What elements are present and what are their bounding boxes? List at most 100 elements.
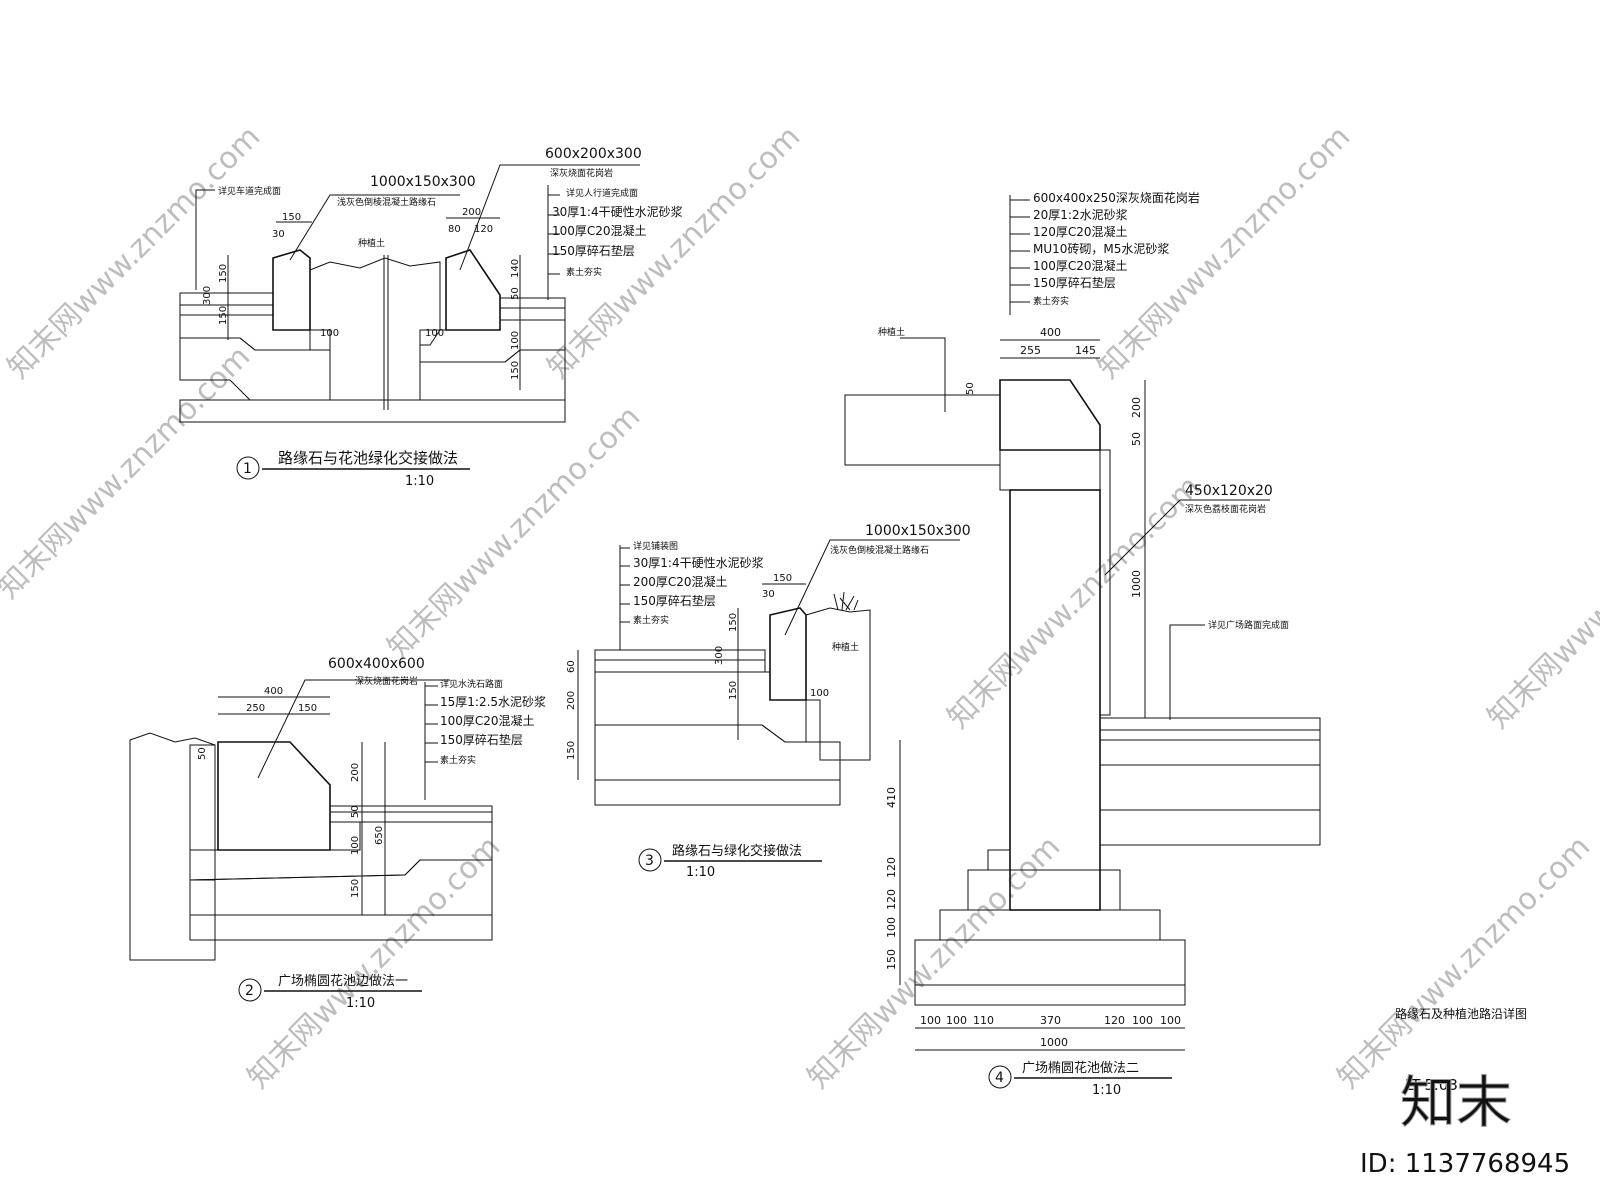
dim-text: 200 [1130,397,1143,418]
d2-scale: 1:10 [346,996,375,1011]
watermark-text: 知末网www.znzmo.com [0,339,257,605]
d2-number: 2 [245,983,254,999]
dim-text: 145 [1075,344,1096,357]
dim-text: 100 [1132,1014,1153,1027]
d3-layer: 200厚C20混凝土 [633,574,728,589]
dim-text: 150 [566,741,577,760]
d4-title: 广场椭圆花池做法二 [1022,1060,1139,1076]
detail-4: 600x400x250深灰烧面花岗岩 20厚1:2水泥砂浆 120厚C20混凝土… [844,190,1321,1098]
d1-left-note: 详见车道完成面 [218,185,281,197]
dim-text: 120 [885,857,898,878]
dim-text: 150 [218,264,229,283]
d3-number: 3 [645,853,654,869]
d4-soil-label: 种植土 [878,326,905,338]
dim-text: 370 [1040,1014,1061,1027]
d3-scale: 1:10 [686,865,715,880]
d1-stone-b-size: 600x200x300 [545,146,642,162]
image-id-label: ID: 1137768945 [1360,1149,1570,1179]
d2-layer: 150厚碎石垫层 [440,732,523,747]
d1-title: 路缘石与花池绿化交接做法 [278,449,458,467]
dim-text: 250 [246,703,265,714]
d2-stone-size: 600x400x600 [328,656,425,672]
dim-text: 50 [197,747,208,760]
d3-layer: 详见铺装图 [633,540,678,552]
dim-text: 1000 [1130,570,1143,598]
dim-text: 100 [1160,1014,1181,1027]
d1-stone-a-size: 1000x150x300 [370,174,476,190]
detail-2: 600x400x600 深灰烧面花岗岩 详见水洗石路面 15厚1:2.5水泥砂浆… [129,656,546,1011]
dim-text: 50 [350,805,361,818]
d1-layer: 150厚碎石垫层 [552,243,635,258]
dim-text: 650 [374,826,385,845]
detail-1: 详见车道完成面 1000x150x300 浅灰色倒棱混凝土路缘石 600x200… [179,146,683,489]
d4-number: 4 [995,1070,1004,1086]
dim-text: 120 [1104,1014,1125,1027]
watermark-text: 知末网www.znzmo.com [801,829,1067,1095]
d1-soil-label: 种植土 [358,237,385,249]
d4-layer: 150厚碎石垫层 [1033,275,1116,290]
dim-text: 150 [218,306,229,325]
dim-text: 50 [1130,432,1143,446]
watermark-text: 知末网www.znzmo.com [1481,469,1600,735]
d3-soil-label: 种植土 [832,641,859,653]
brand-logo: 知末 [1400,1071,1512,1136]
dim-text: 150 [298,703,317,714]
dim-text: 100 [320,328,339,339]
dim-text: 1000 [1040,1036,1068,1049]
d4-layer: 素土夯实 [1033,295,1069,307]
d3-layer: 素土夯实 [633,614,669,626]
dim-text: 100 [885,917,898,938]
d4-layer: 600x400x250深灰烧面花岗岩 [1033,190,1200,205]
d1-layer: 素土夯实 [566,266,602,278]
dim-text: 110 [973,1014,994,1027]
dim-text: 400 [1040,326,1061,339]
dim-text: 50 [965,382,976,395]
drawing-number: LT-5.03 [1405,1076,1458,1094]
d2-layer: 15厚1:2.5水泥砂浆 [440,694,546,709]
dim-text: 150 [728,681,739,700]
dim-text: 120 [885,889,898,910]
d2-stone-note: 深灰烧面花岗岩 [355,675,418,687]
dim-text: 140 [510,259,521,278]
dim-text: 30 [762,589,775,600]
d3-layer: 150厚碎石垫层 [633,593,716,608]
dim-text: 150 [510,361,521,380]
dim-text: 100 [920,1014,941,1027]
watermark-text: 知末网www.znzmo.com [941,469,1207,735]
dim-text: 100 [810,688,829,699]
d4-scale: 1:10 [1092,1083,1121,1098]
dim-text: 200 [350,763,361,782]
d1-scale: 1:10 [405,474,434,489]
dim-text: 150 [350,879,361,898]
d2-layer: 详见水洗石路面 [440,678,503,690]
dim-text: 50 [510,287,521,300]
d3-layer: 30厚1:4干硬性水泥砂浆 [633,555,764,570]
dim-text: 150 [885,949,898,970]
d3-title: 路缘石与绿化交接做法 [672,843,802,859]
d4-layer: 20厚1:2水泥砂浆 [1033,207,1128,222]
d2-title: 广场椭圆花池边做法一 [278,973,408,989]
dim-text: 100 [350,836,361,855]
watermark-text: 知末网www.znzmo.com [1331,829,1597,1095]
dim-text: 255 [1020,344,1041,357]
d4-layer: MU10砖砌，M5水泥砂浆 [1033,241,1169,256]
dim-text: 100 [946,1014,967,1027]
d1-number: 1 [243,461,252,477]
dim-text: 80 [448,224,461,235]
watermark-text: 知末网www.znzmo.com [381,399,647,665]
dim-text: 60 [566,660,577,673]
d4-cladding-note: 深灰色荔枝面花岗岩 [1185,503,1266,515]
dim-text: 150 [728,613,739,632]
d3-stone-size: 1000x150x300 [865,523,971,539]
dim-text: 100 [510,331,521,350]
dim-text: 200 [462,207,481,218]
d1-layer: 详见人行道完成面 [566,187,638,199]
dim-text: 410 [885,787,898,808]
d4-layer: 100厚C20混凝土 [1033,258,1128,273]
dim-text: 100 [425,328,444,339]
dim-text: 400 [264,686,283,697]
watermark-text: 知末网www.znzmo.com [241,829,507,1095]
dim-text: 300 [714,646,725,665]
d3-stone-note: 浅灰色倒棱混凝土路缘石 [830,544,929,556]
detail-3: 详见铺装图 30厚1:4干硬性水泥砂浆 200厚C20混凝土 150厚碎石垫层 … [566,523,971,880]
